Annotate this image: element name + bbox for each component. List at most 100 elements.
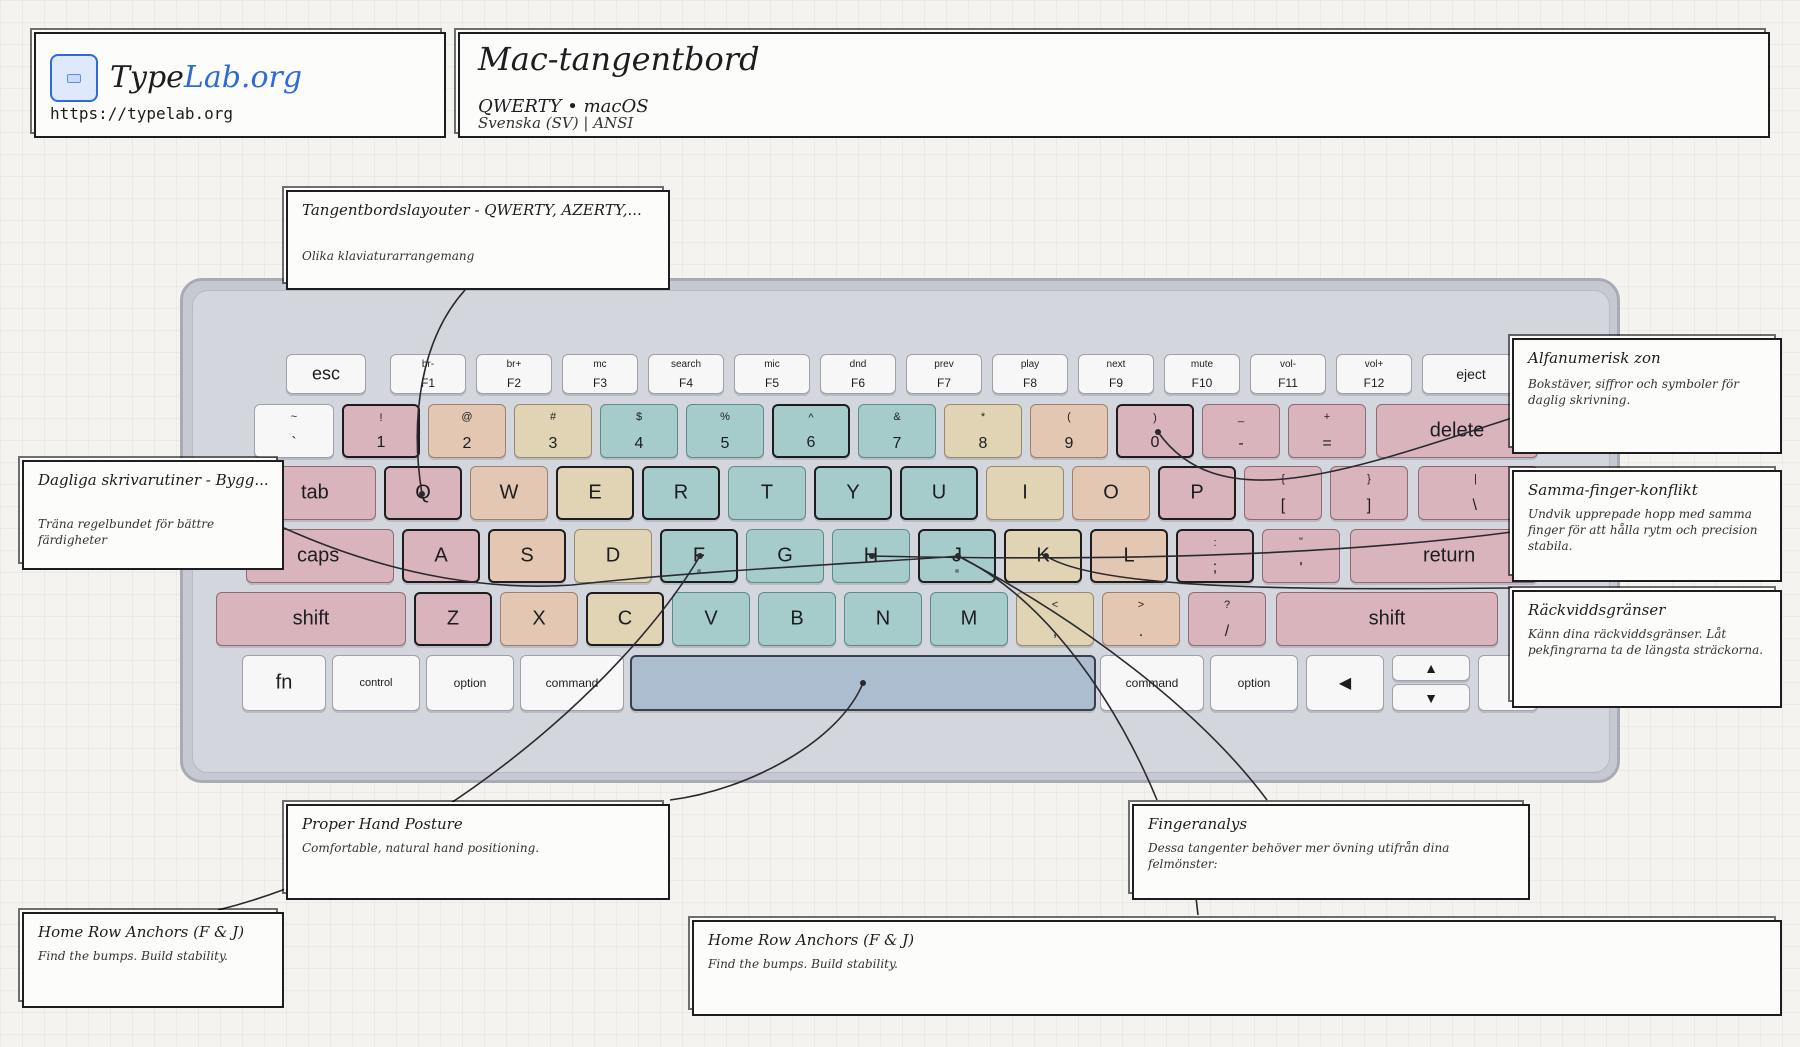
key-label: - <box>1238 435 1244 452</box>
callout-title: Räckviddsgränser <box>1528 601 1666 619</box>
key-8[interactable]: *8 <box>944 404 1022 458</box>
key-p[interactable]: P <box>1158 466 1236 520</box>
key-legend: @ <box>461 411 473 423</box>
callout-hand-posture: Proper Hand Posture Comfortable, natural… <box>286 804 670 900</box>
key-legend: + <box>1323 411 1331 423</box>
key-d[interactable]: D <box>574 529 652 583</box>
key-eject[interactable]: eject <box>1422 354 1520 394</box>
key-legend: prev <box>934 359 954 370</box>
key-legend: " <box>1299 536 1303 548</box>
key-bracket-right[interactable]: }] <box>1330 466 1408 520</box>
key-label: fn <box>275 671 293 694</box>
key-3[interactable]: #3 <box>514 404 592 458</box>
key-shift-right[interactable]: shift <box>1276 592 1498 646</box>
key-bracket-left[interactable]: {[ <box>1244 466 1322 520</box>
key-a[interactable]: A <box>402 529 480 583</box>
key-arrow-left[interactable]: ◀ <box>1306 655 1384 711</box>
key-t[interactable]: T <box>728 466 806 520</box>
key-o[interactable]: O <box>1072 466 1150 520</box>
key-slash[interactable]: ?/ <box>1188 592 1266 646</box>
key-arrow-down[interactable]: ▼ <box>1392 684 1470 711</box>
key-label: ; <box>1212 559 1218 576</box>
key-q[interactable]: Q <box>384 466 462 520</box>
brand-name[interactable]: TypeLab.org <box>110 60 302 95</box>
key-y[interactable]: Y <box>814 466 892 520</box>
key-f2[interactable]: br+F2 <box>476 354 552 394</box>
key-legend: $ <box>635 411 643 423</box>
key-f11[interactable]: vol-F11 <box>1250 354 1326 394</box>
key-control[interactable]: control <box>332 655 420 711</box>
key-minus[interactable]: _- <box>1202 404 1280 458</box>
key-v[interactable]: V <box>672 592 750 646</box>
callout-desc: Undvik upprepade hopp med samma finger f… <box>1528 507 1758 553</box>
key-fn[interactable]: fn <box>242 655 326 711</box>
key-semicolon[interactable]: :; <box>1176 529 1254 583</box>
key-backtick[interactable]: ~` <box>254 404 334 458</box>
key-g[interactable]: G <box>746 529 824 583</box>
key-label: L <box>1123 544 1135 567</box>
key-legend: search <box>670 359 701 370</box>
key-i[interactable]: I <box>986 466 1064 520</box>
key-w[interactable]: W <box>470 466 548 520</box>
key-0[interactable]: )0 <box>1116 404 1194 458</box>
key-r[interactable]: R <box>642 466 720 520</box>
anchor-dot-0 <box>1155 429 1161 435</box>
brand-url[interactable]: https://typelab.org <box>50 104 234 123</box>
key-9[interactable]: (9 <box>1030 404 1108 458</box>
key-label: F8 <box>1022 376 1037 390</box>
key-e[interactable]: E <box>556 466 634 520</box>
key-arrow-up[interactable]: ▲ <box>1392 655 1470 681</box>
callout-title: Tangentbordslayouter - QWERTY, AZERTY,..… <box>302 201 642 219</box>
brand-name-part1: Type <box>110 60 184 95</box>
key-1[interactable]: !1 <box>342 404 420 458</box>
key-f12[interactable]: vol+F12 <box>1336 354 1412 394</box>
key-6[interactable]: ^6 <box>772 404 850 458</box>
key-label: F5 <box>764 376 779 390</box>
key-esc[interactable]: esc <box>286 354 366 394</box>
key-period[interactable]: >. <box>1102 592 1180 646</box>
key-option-left[interactable]: option <box>426 655 514 711</box>
key-label: 6 <box>806 434 816 451</box>
key-legend: vol+ <box>1364 359 1384 370</box>
key-4[interactable]: $4 <box>600 404 678 458</box>
key-label: 1 <box>376 434 386 451</box>
callout-title: Alfanumerisk zon <box>1528 349 1661 367</box>
key-z[interactable]: Z <box>414 592 492 646</box>
key-c[interactable]: C <box>586 592 664 646</box>
key-x[interactable]: X <box>500 592 578 646</box>
key-b[interactable]: B <box>758 592 836 646</box>
key-s[interactable]: S <box>488 529 566 583</box>
key-7[interactable]: &7 <box>858 404 936 458</box>
key-5[interactable]: %5 <box>686 404 764 458</box>
key-n[interactable]: N <box>844 592 922 646</box>
key-option-right[interactable]: option <box>1210 655 1298 711</box>
key-label: C <box>617 607 633 630</box>
key-equals[interactable]: += <box>1288 404 1366 458</box>
key-m[interactable]: M <box>930 592 1008 646</box>
callout-title: Fingeranalys <box>1148 815 1248 833</box>
key-caps[interactable]: caps <box>246 529 394 583</box>
key-label: tab <box>301 481 329 504</box>
key-label: E <box>588 481 602 504</box>
key-legend: | <box>1474 473 1477 485</box>
key-label: option <box>1237 676 1271 690</box>
key-label: shift <box>292 607 330 630</box>
key-return[interactable]: return <box>1350 529 1538 583</box>
key-u[interactable]: U <box>900 466 978 520</box>
key-label: = <box>1322 435 1332 452</box>
anchor-dot-q <box>419 491 425 497</box>
key-delete[interactable]: delete <box>1376 404 1538 458</box>
key-2[interactable]: @2 <box>428 404 506 458</box>
key-legend: ( <box>1067 411 1071 423</box>
key-quote[interactable]: "' <box>1262 529 1340 583</box>
key-shift-left[interactable]: shift <box>216 592 406 646</box>
key-command-left[interactable]: command <box>520 655 624 711</box>
